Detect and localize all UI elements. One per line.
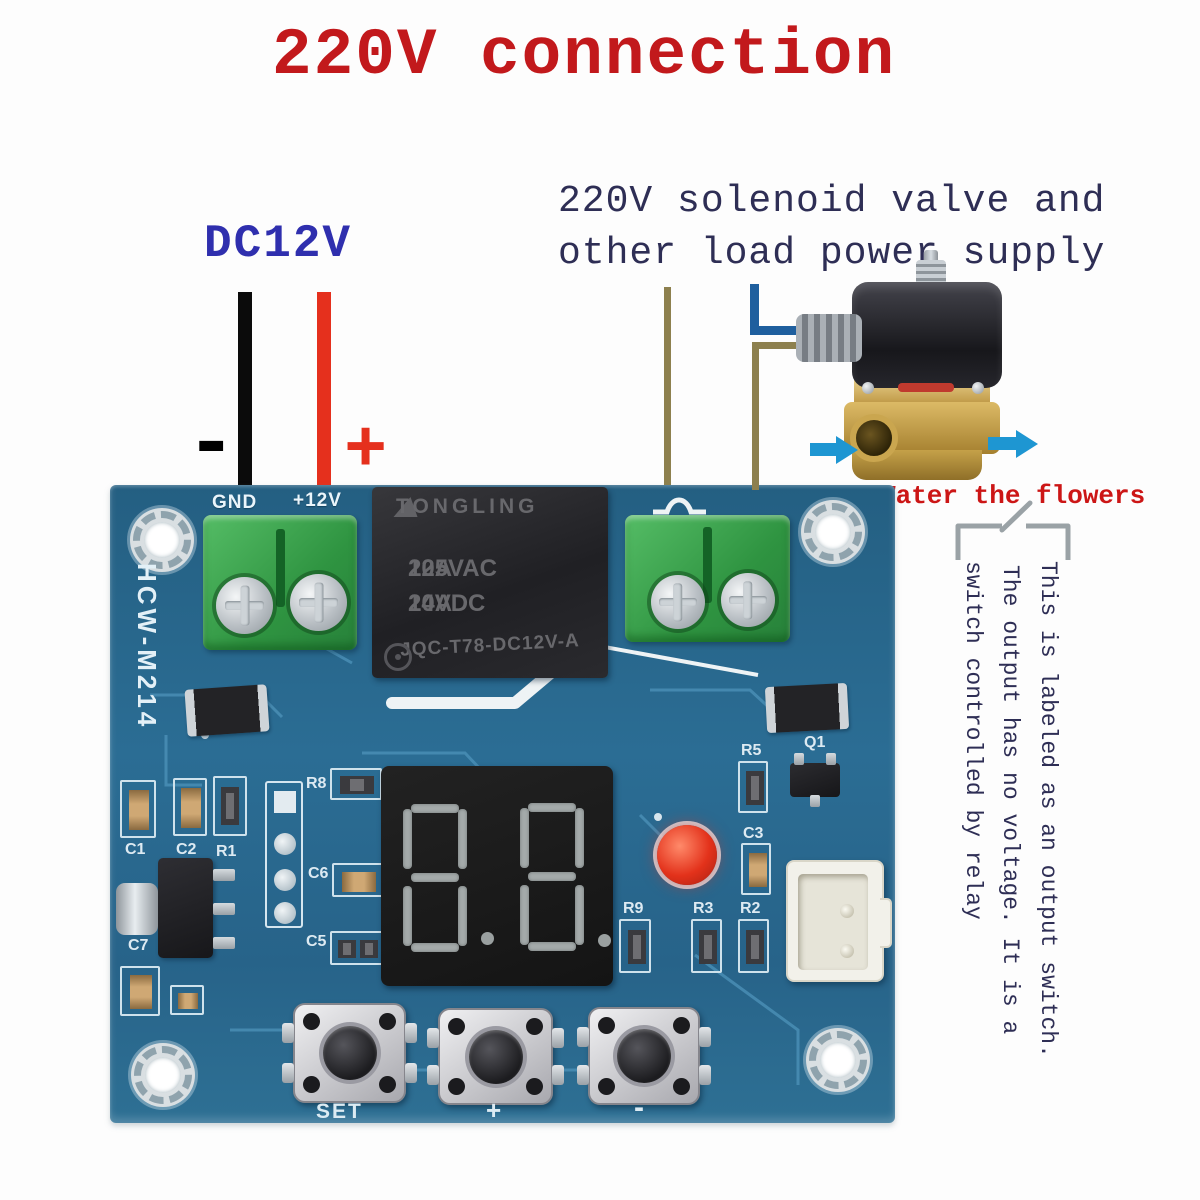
diode bbox=[184, 684, 270, 737]
valve-wire-olive-vertical bbox=[752, 342, 759, 490]
component-r2 bbox=[738, 919, 769, 973]
component-r5 bbox=[738, 761, 768, 813]
regulator-lead bbox=[213, 903, 235, 915]
component-c1 bbox=[120, 780, 156, 838]
set-button-label: SET bbox=[316, 1100, 363, 1123]
mounting-hole bbox=[130, 508, 194, 572]
mounting-hole bbox=[806, 1028, 870, 1092]
label-r9: R9 bbox=[623, 900, 644, 917]
relay-stamp-icon bbox=[384, 643, 412, 671]
seven-segment-display: 88 bbox=[381, 766, 613, 986]
flow-arrow-left-icon bbox=[810, 443, 836, 456]
note-line1: This is labeled as an output switch. bbox=[1035, 561, 1061, 1058]
board-model-label: HCW-M214 bbox=[132, 563, 162, 731]
output-terminal-block bbox=[625, 515, 790, 642]
component-r3 bbox=[691, 919, 722, 973]
label-r5: R5 bbox=[741, 742, 762, 759]
flow-arrow-left-tip-icon bbox=[836, 436, 858, 464]
valve-wire-blue-vertical bbox=[750, 284, 759, 334]
relay-rating: 125VAC bbox=[408, 555, 497, 582]
valve-bolt bbox=[862, 382, 874, 394]
component-c5 bbox=[330, 931, 384, 965]
minus-symbol: - bbox=[186, 399, 237, 494]
component-c2 bbox=[173, 778, 207, 836]
label-c3: C3 bbox=[743, 825, 764, 842]
page-title: 220V connection bbox=[272, 18, 897, 93]
note-line3: switch controlled by relay bbox=[960, 561, 986, 920]
valve-stem bbox=[916, 260, 946, 286]
component-r8 bbox=[330, 768, 382, 800]
minus-button bbox=[577, 1007, 711, 1105]
label-c1: C1 bbox=[125, 841, 146, 858]
valve-red-band bbox=[898, 383, 954, 392]
power-terminal-block bbox=[203, 515, 357, 650]
relay-brand: TONGLING bbox=[396, 495, 539, 518]
note-line2: The output has no voltage. It is a bbox=[997, 565, 1023, 1035]
label-r2: R2 bbox=[740, 900, 761, 917]
output-screw-a bbox=[651, 575, 705, 629]
component-c7 bbox=[120, 966, 160, 1016]
crystal-component bbox=[116, 883, 158, 935]
label-c7: C7 bbox=[128, 937, 149, 954]
12v-screw bbox=[290, 574, 347, 631]
label-r1: R1 bbox=[216, 843, 237, 860]
display-digit bbox=[403, 804, 467, 952]
load-power-line2: other load power supply bbox=[558, 232, 1106, 275]
switch-symbol-icon bbox=[955, 500, 1071, 560]
component-c6 bbox=[332, 863, 384, 897]
display-decimal-point bbox=[481, 932, 494, 945]
jst-connector bbox=[786, 860, 892, 982]
output-screw-b bbox=[721, 573, 775, 627]
flow-arrow-right-icon bbox=[988, 437, 1016, 450]
label-c2: C2 bbox=[176, 841, 197, 858]
dc-positive-wire bbox=[317, 292, 331, 490]
component-cap bbox=[170, 985, 204, 1015]
regulator-lead bbox=[213, 937, 235, 949]
component-r1 bbox=[213, 776, 247, 836]
valve-bolt bbox=[972, 382, 984, 394]
status-led bbox=[657, 825, 717, 885]
valve-coil bbox=[852, 282, 1002, 388]
plus-symbol: + bbox=[344, 410, 388, 492]
component-q1 bbox=[790, 753, 840, 807]
minus-button-label: - bbox=[634, 1091, 646, 1124]
regulator-lead bbox=[213, 869, 235, 881]
dc12v-label: DC12V bbox=[204, 218, 353, 270]
label-r3: R3 bbox=[693, 900, 714, 917]
header-footprint bbox=[265, 781, 303, 928]
component-r9 bbox=[619, 919, 651, 973]
load-power-label: 220V solenoid valve and other load power… bbox=[558, 176, 1106, 280]
component-c3 bbox=[741, 843, 771, 895]
plus-button bbox=[427, 1008, 564, 1105]
relay-rating: 14VDC bbox=[408, 590, 486, 617]
gnd-screw bbox=[216, 577, 273, 634]
label-c5: C5 bbox=[306, 933, 327, 950]
mounting-hole bbox=[801, 500, 865, 564]
pcb-board: HCW-M214 GND +12V TONGLING 20A 125VAC 20… bbox=[110, 485, 895, 1125]
label-r8: R8 bbox=[306, 775, 327, 792]
load-power-line1: 220V solenoid valve and bbox=[558, 180, 1106, 223]
label-c6: C6 bbox=[308, 865, 329, 882]
relay-rating: 20A bbox=[408, 590, 453, 617]
diode bbox=[764, 682, 850, 734]
dc-negative-wire bbox=[238, 292, 252, 490]
valve-cable-gland bbox=[796, 314, 862, 362]
mounting-hole bbox=[131, 1043, 195, 1107]
relay-rating: 20A bbox=[408, 555, 453, 582]
flow-arrow-right-tip-icon bbox=[1016, 430, 1038, 458]
gnd-terminal-label: GND bbox=[212, 492, 258, 513]
12v-terminal-label: +12V bbox=[293, 490, 342, 511]
plus-button-label: + bbox=[486, 1095, 504, 1125]
relay: TONGLING 20A 125VAC 20A 14VDC JQC-T78-DC… bbox=[372, 487, 608, 678]
display-decimal-point bbox=[598, 934, 611, 947]
set-button bbox=[282, 1003, 417, 1103]
load-wire-left bbox=[664, 287, 671, 490]
display-digit bbox=[520, 803, 584, 951]
voltage-regulator bbox=[158, 858, 213, 958]
label-q1: Q1 bbox=[804, 734, 826, 751]
valve-caption: Water the flowers bbox=[880, 481, 1146, 511]
